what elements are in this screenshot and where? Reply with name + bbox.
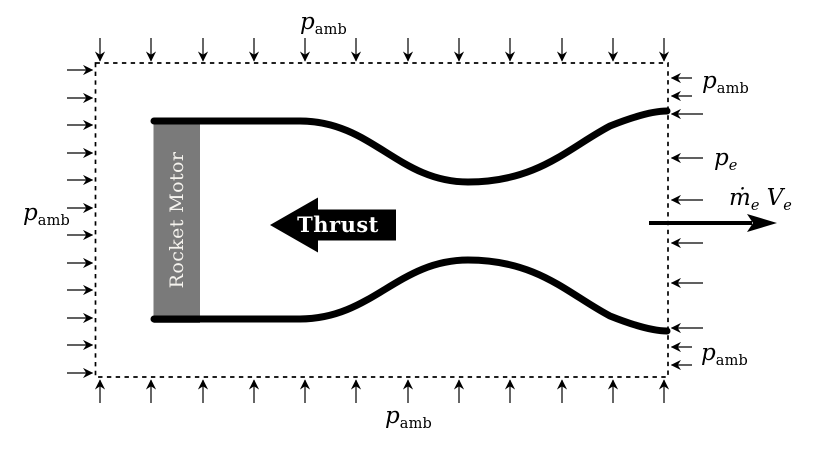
- pressure-symbol: p: [385, 403, 400, 429]
- ambient-pressure-label-left: pamb: [23, 200, 70, 229]
- exit-momentum-arrow-head: [747, 214, 777, 232]
- mass-flow-subscript: e: [750, 198, 760, 214]
- pressure-subscript: amb: [715, 353, 749, 369]
- pressure-subscript: amb: [314, 22, 348, 38]
- rocket-motor-block: [153, 118, 200, 323]
- ambient-pressure-label-bottom: pamb: [385, 403, 432, 432]
- pressure-symbol: p: [714, 145, 729, 171]
- pressure-symbol: p: [701, 340, 716, 366]
- exit-pressure-label: pe: [714, 145, 738, 174]
- ambient-pressure-label-top: pamb: [300, 9, 347, 38]
- nozzle-upper-wall: [150, 107, 671, 186]
- top-pressure-arrows: [94, 38, 670, 62]
- mass-flow-symbol: ṁ: [729, 185, 751, 211]
- pressure-subscript: amb: [399, 416, 433, 432]
- bottom-pressure-arrows: [94, 379, 670, 403]
- thrust-label: Thrust: [297, 211, 379, 237]
- pressure-symbol: p: [23, 200, 38, 226]
- exit-momentum-arrow: [649, 214, 777, 232]
- velocity-symbol: V: [766, 185, 784, 211]
- control-volume-boundary: [94, 62, 669, 378]
- pressure-symbol: p: [702, 68, 717, 94]
- left-pressure-arrows: [67, 64, 94, 379]
- ambient-pressure-label-right-upper: pamb: [702, 68, 749, 97]
- right-pressure-arrows: [670, 72, 703, 371]
- thrust-arrow: [270, 197, 396, 253]
- velocity-subscript: e: [783, 198, 792, 214]
- pressure-subscript: e: [728, 158, 738, 174]
- pressure-symbol: p: [300, 9, 315, 35]
- nozzle-lower-wall: [150, 256, 671, 335]
- ambient-pressure-label-right-lower: pamb: [701, 340, 748, 369]
- pressure-subscript: amb: [716, 81, 750, 97]
- pressure-subscript: amb: [37, 213, 71, 229]
- rocket-motor-label: Rocket Motor: [166, 151, 188, 289]
